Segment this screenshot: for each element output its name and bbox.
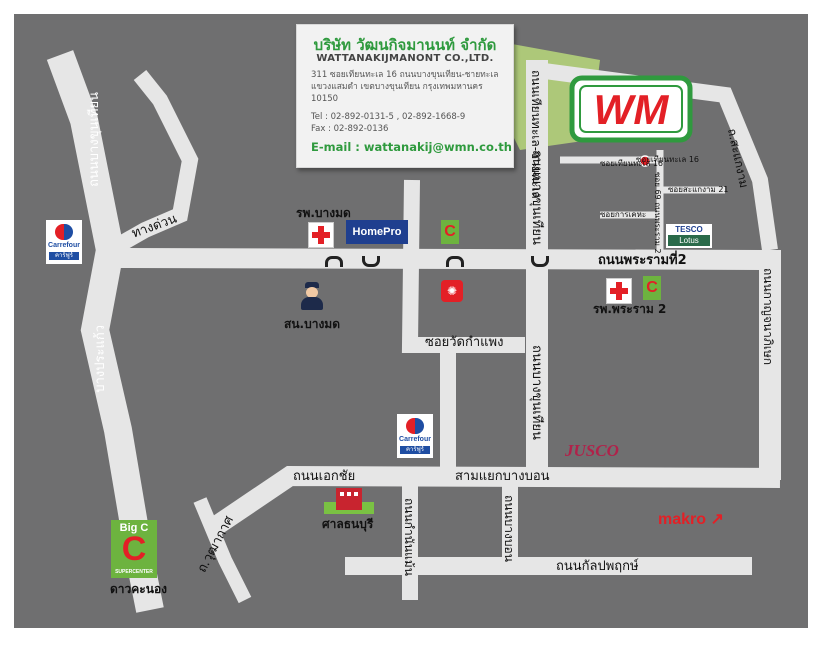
label-bangkhuntian-vert: ถนนบางขุนเทียน: [529, 345, 544, 440]
label-samyaek: สามแยกบางบอน: [455, 469, 550, 484]
road-expressway: [106, 70, 199, 257]
carrefour-logo-2: Carrefour คาร์ฟูร์: [397, 414, 433, 458]
road-ekkachai: [204, 465, 781, 539]
label-bangkhunthian-center: ถนนบางขุนเทียน: [529, 150, 544, 245]
uturn-icon-1: [325, 256, 343, 267]
company-logo-text: WM: [594, 86, 670, 133]
uturn-icon-2: [362, 256, 380, 267]
company-tel: Tel : 02-892-0131-5 , 02-892-1668-9: [311, 112, 466, 122]
makro-arrow-icon: ↗: [706, 511, 724, 528]
company-info-card: บริษัท วัฒนกิจมานนท์ จำกัด WATTANAKIJMAN…: [296, 24, 514, 168]
store-badge-icon: ✺: [441, 280, 463, 302]
label-kamnanmaen: ถนนกำนันแม้น: [402, 498, 416, 576]
label-bangbon: ถนนบางบอน: [502, 495, 516, 562]
label-ekkachai: ถนนเอกชัย: [293, 469, 356, 484]
label-soi16-text: ซอยเทียนทะเล 16: [600, 159, 664, 168]
label-bangkhunthian-left: ถนนบางขุนเทียน: [87, 92, 102, 187]
label-rama2: ถนนพระรามที่2: [598, 253, 687, 268]
uturn-icon-3: [446, 256, 464, 267]
label-bangmod-hospital: รพ.บางมด: [296, 206, 351, 220]
company-fax: Fax : 02-892-0136: [311, 124, 389, 134]
hospital-cross-icon-2: [606, 278, 632, 304]
company-marker: [639, 155, 651, 167]
label-kanlapaphruek: ถนนกัลปพฤกษ์: [556, 559, 639, 574]
company-name-th: บริษัท วัฒนกิจมานนท์ จำกัด: [313, 36, 497, 54]
label-thiantalay: ถนนเทียนทะเล-ชายทะเล: [529, 70, 543, 199]
company-logo: WM: [569, 75, 693, 143]
makro-logo: makro ↗: [658, 511, 724, 528]
homepro-logo: HomePro: [346, 220, 408, 244]
road-network: [46, 50, 781, 613]
label-soi69: ซอย 69 ถนนพระราม 2: [653, 172, 662, 254]
label-kanchanaphisek: ถนนกาญจนาภิเษก: [761, 268, 775, 366]
police-icon: [300, 282, 324, 310]
label-soi21: ซอยสะแกงาม 21: [668, 185, 729, 194]
label-bigc-bottom: ดาวคะนอง: [110, 582, 168, 596]
company-address: 311 ซอยเทียนทะเล 16 ถนนบางขุนเทียน-ชายทะ…: [311, 70, 499, 104]
company-contact: Tel : 02-892-0131-5 , 02-892-1668-9 Fax …: [311, 111, 465, 135]
company-name-en: WATTANAKIJMANONT CO.,LTD.: [316, 53, 494, 64]
road-wutthakat: [193, 497, 252, 604]
bigc-icon-2: C: [643, 276, 661, 300]
tesco-lotus-logo: TESCO Lotus: [666, 224, 712, 248]
label-police: สน.บางมด: [284, 317, 341, 331]
jusco-logo: JUSCO: [565, 441, 619, 460]
carrefour-logo-1: Carrefour คาร์ฟูร์: [46, 220, 82, 264]
bigc-icon-1: C: [441, 220, 459, 244]
label-rama2-hospital: รพ.พระราม 2: [593, 302, 667, 316]
bigc-supercenter-logo: Big C C SUPERCENTER: [111, 520, 157, 578]
company-email[interactable]: E-mail : wattanakij@wmn.co.th: [311, 140, 512, 154]
label-bangpakaeo: บางประแก้ว: [93, 325, 108, 393]
label-sala: ศาลธนบุรี: [322, 517, 374, 531]
hospital-cross-icon: [308, 222, 334, 248]
label-soi-kanket: ซอยการเคหะ: [600, 210, 647, 219]
uturn-icon-4: [531, 256, 549, 267]
sala-building-icon: [324, 488, 374, 514]
road-wat-kamphaeng: [401, 179, 525, 353]
label-wat-kamphaeng: ซอยวัดกำแพง: [425, 335, 504, 350]
label-soi16: ซอยเทียนทะเล 16: [636, 155, 700, 164]
